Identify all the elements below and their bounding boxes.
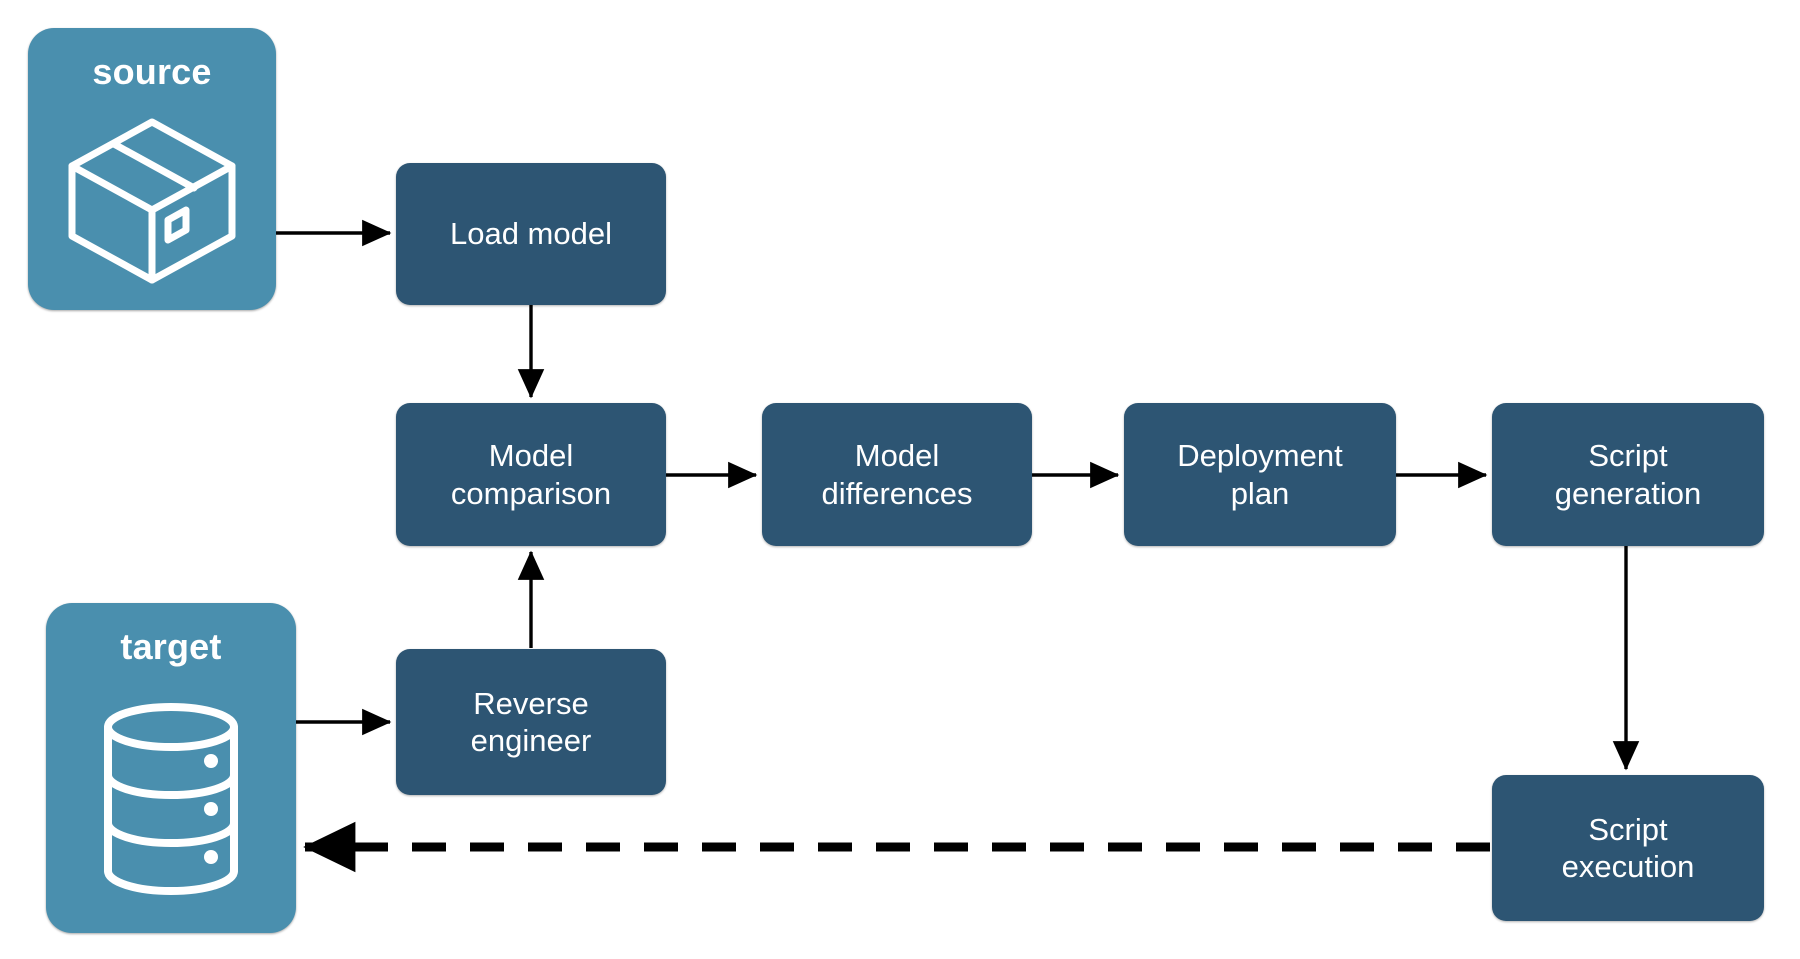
package-box-icon xyxy=(28,90,276,310)
endpoint-target-label: target xyxy=(120,626,222,667)
node-load-model[interactable]: Load model xyxy=(396,163,666,305)
node-model-comparison[interactable]: Model comparison xyxy=(396,403,666,546)
node-script-execution[interactable]: Script execution xyxy=(1492,775,1764,921)
node-model-differences[interactable]: Model differences xyxy=(762,403,1032,546)
node-deployment-plan[interactable]: Deployment plan xyxy=(1124,403,1396,546)
endpoint-source[interactable]: source xyxy=(28,28,276,310)
endpoint-target[interactable]: target xyxy=(46,603,296,933)
database-cylinder-icon xyxy=(46,665,296,933)
node-reverse-engineer[interactable]: Reverse engineer xyxy=(396,649,666,795)
node-script-generation[interactable]: Script generation xyxy=(1492,403,1764,546)
endpoint-source-label: source xyxy=(92,51,212,92)
